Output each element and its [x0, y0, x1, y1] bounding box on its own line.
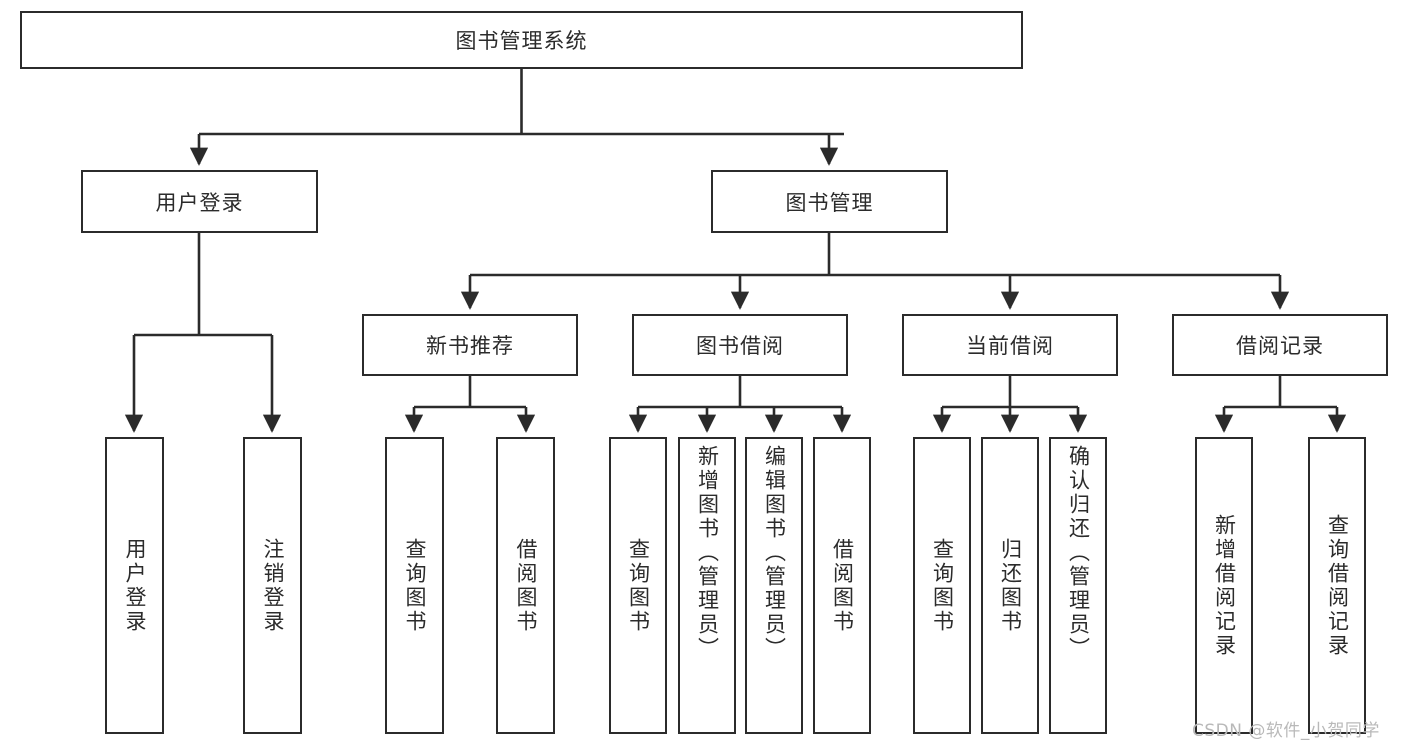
leaf-return-book-label: 归还图书 — [998, 537, 1023, 634]
node-borrow-record[interactable]: 借阅记录 — [1172, 314, 1388, 376]
leaf-query-record-label: 查询借阅记录 — [1325, 513, 1350, 658]
leaf-query-book-2-label: 查询图书 — [626, 537, 651, 634]
node-new-book-recommend-label: 新书推荐 — [426, 334, 514, 358]
leaf-query-book-3-label: 查询图书 — [930, 537, 955, 634]
leaf-add-record-label: 新增借阅记录 — [1212, 513, 1237, 658]
node-current-borrow-label: 当前借阅 — [966, 334, 1054, 358]
leaf-add-book-label: 新增图书（管理员） — [695, 445, 720, 661]
node-book-borrow-label: 图书借阅 — [696, 334, 784, 358]
leaf-borrow-book-2-label: 借阅图书 — [830, 537, 855, 634]
node-root-label: 图书管理系统 — [455, 29, 588, 53]
node-user-login-label: 用户登录 — [155, 190, 244, 215]
leaf-edit-book-label: 编辑图书（管理员） — [762, 445, 787, 661]
node-book-management-label: 图书管理 — [785, 190, 874, 215]
node-borrow-record-label: 借阅记录 — [1236, 334, 1324, 358]
node-book-management[interactable]: 图书管理 — [711, 170, 948, 233]
leaf-query-book-1[interactable]: 查询图书 — [385, 437, 444, 734]
leaf-query-book-2[interactable]: 查询图书 — [609, 437, 667, 734]
leaf-add-record[interactable]: 新增借阅记录 — [1195, 437, 1253, 734]
leaf-confirm-return-label: 确认归还（管理员） — [1066, 445, 1091, 661]
leaf-edit-book[interactable]: 编辑图书（管理员） — [745, 437, 803, 734]
leaf-confirm-return[interactable]: 确认归还（管理员） — [1049, 437, 1107, 734]
leaf-user-login-label: 用户登录 — [123, 537, 147, 634]
node-new-book-recommend[interactable]: 新书推荐 — [362, 314, 578, 376]
leaf-return-book[interactable]: 归还图书 — [981, 437, 1039, 734]
node-root[interactable]: 图书管理系统 — [20, 11, 1023, 69]
leaf-query-book-1-label: 查询图书 — [403, 537, 427, 634]
leaf-query-record[interactable]: 查询借阅记录 — [1308, 437, 1366, 734]
leaf-borrow-book-1-label: 借阅图书 — [514, 537, 538, 634]
node-book-borrow[interactable]: 图书借阅 — [632, 314, 848, 376]
leaf-borrow-book-1[interactable]: 借阅图书 — [496, 437, 555, 734]
leaf-user-logout[interactable]: 注销登录 — [243, 437, 302, 734]
leaf-user-login[interactable]: 用户登录 — [105, 437, 164, 734]
leaf-query-book-3[interactable]: 查询图书 — [913, 437, 971, 734]
node-current-borrow[interactable]: 当前借阅 — [902, 314, 1118, 376]
leaf-add-book[interactable]: 新增图书（管理员） — [678, 437, 736, 734]
csdn-watermark: CSDN @软件_小贺同学 — [1192, 721, 1380, 741]
leaf-borrow-book-2[interactable]: 借阅图书 — [813, 437, 871, 734]
leaf-user-logout-label: 注销登录 — [261, 537, 285, 634]
node-user-login[interactable]: 用户登录 — [81, 170, 318, 233]
